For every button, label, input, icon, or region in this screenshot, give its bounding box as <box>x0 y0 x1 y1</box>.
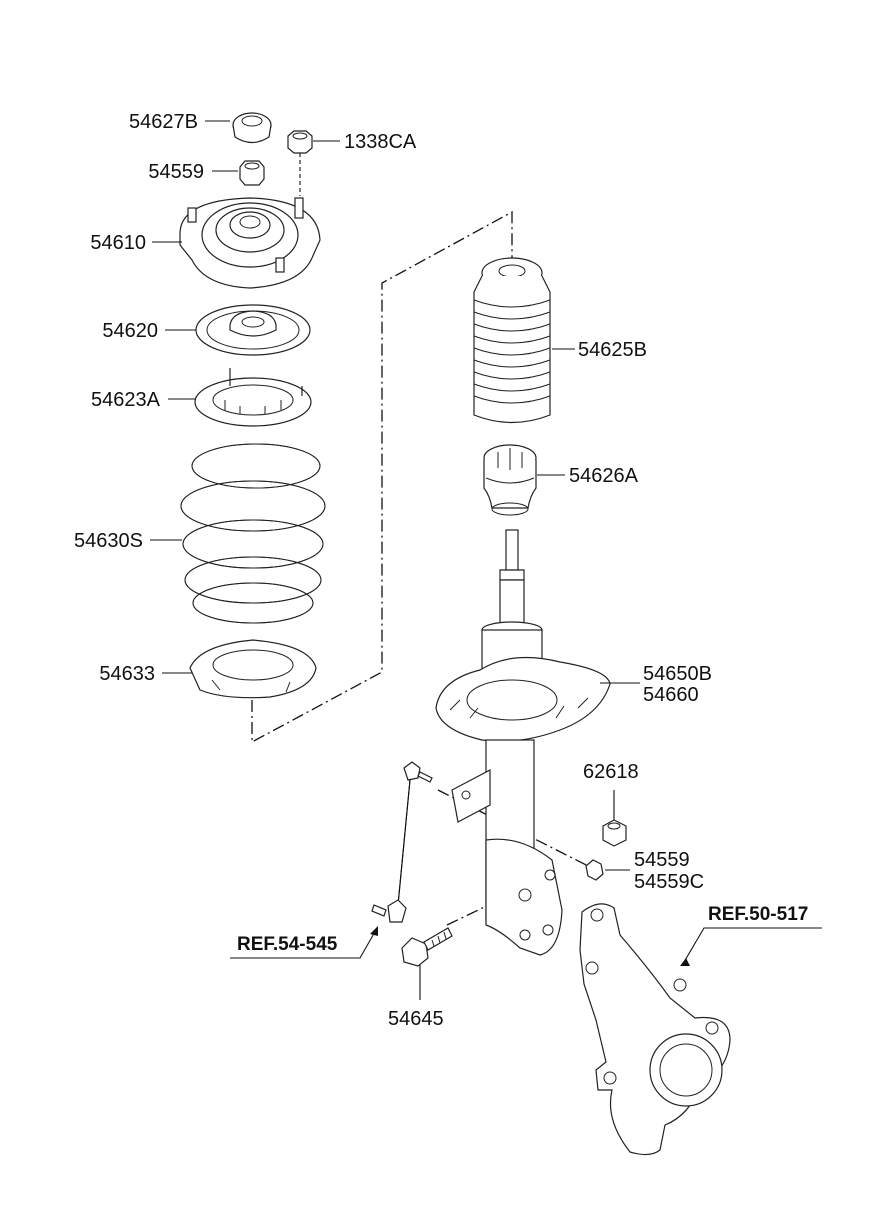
part-54645-bolt[interactable] <box>401 927 453 967</box>
label-1338ca: 1338CA <box>344 131 417 153</box>
label-62618: 62618 <box>583 761 639 783</box>
part-1338ca-nut[interactable] <box>287 130 313 196</box>
part-54625b-dust-boot[interactable] <box>473 257 551 424</box>
label-54633: 54633 <box>99 663 155 685</box>
part-62618-bushing[interactable] <box>602 819 627 847</box>
reference-54-545[interactable]: REF.54-545 <box>237 934 338 955</box>
leader-arrowheads <box>370 926 690 966</box>
part-54633-lower-seat[interactable] <box>189 639 317 699</box>
label-54660: 54660 <box>643 684 699 706</box>
label-54610: 54610 <box>90 232 146 254</box>
part-54626a-bump-stopper[interactable] <box>483 444 537 516</box>
alignment-line-left <box>251 210 513 744</box>
part-54559-lower-nut[interactable] <box>585 859 604 881</box>
label-54620: 54620 <box>102 320 158 342</box>
label-54559-top: 54559 <box>148 161 204 183</box>
part-54627b-cap[interactable] <box>232 112 272 144</box>
label-54630s: 54630S <box>74 530 143 552</box>
part-54650b-strut[interactable] <box>435 529 611 956</box>
part-54620-bearing[interactable] <box>195 304 311 356</box>
part-stabilizer-link[interactable] <box>371 761 433 923</box>
label-54627b: 54627B <box>129 111 198 133</box>
label-54625b: 54625B <box>578 339 647 361</box>
label-54626a: 54626A <box>569 465 639 487</box>
part-54559-top-nut[interactable] <box>239 160 265 186</box>
label-54559c: 54559C <box>634 871 704 893</box>
label-54645: 54645 <box>388 1008 444 1030</box>
label-54623a: 54623A <box>91 389 161 411</box>
part-54610-strut-mount[interactable] <box>179 197 321 289</box>
label-54650b: 54650B <box>643 663 712 685</box>
reference-50-517[interactable]: REF.50-517 <box>708 904 808 925</box>
part-54630s-coil-spring[interactable] <box>180 443 326 624</box>
leader-lines <box>150 120 822 1000</box>
label-54559-lower: 54559 <box>634 849 690 871</box>
part-54623a-spring-seat[interactable] <box>194 368 312 427</box>
part-steering-knuckle[interactable] <box>579 903 731 1156</box>
